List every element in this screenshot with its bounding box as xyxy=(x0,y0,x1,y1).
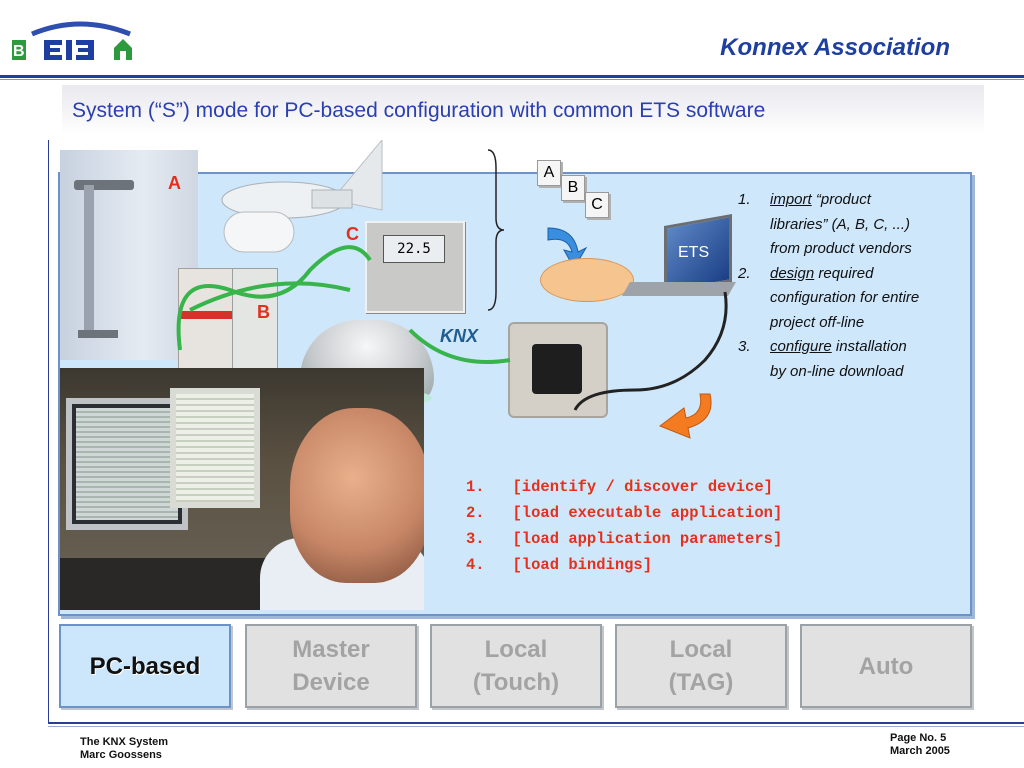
load-step-2: 2. [load executable application] xyxy=(466,504,783,522)
footer-rule-thin xyxy=(48,726,1024,727)
footer-title: The KNX System xyxy=(80,736,169,748)
load-step-1: 1. [identify / discover device] xyxy=(466,478,773,496)
user-photo xyxy=(60,368,424,610)
thermostat-display: 22.5 xyxy=(383,235,445,263)
ceiling-sensor xyxy=(221,140,383,253)
footer-right: Page No. 5 March 2005 xyxy=(890,732,950,758)
load-sequence: 1. [identify / discover device] 2. [load… xyxy=(466,474,782,578)
eib-logo: B xyxy=(10,20,145,68)
label-a: A xyxy=(168,173,181,193)
eib-logo-graphic: B xyxy=(12,21,132,62)
svg-text:B: B xyxy=(13,43,25,60)
tab-auto[interactable]: Auto xyxy=(800,624,972,708)
tab-pc-based[interactable]: PC-based xyxy=(59,624,231,708)
load-step-4: 4. [load bindings] xyxy=(466,556,653,574)
footer-date: March 2005 xyxy=(890,745,950,757)
download-arrow-icon xyxy=(658,393,712,439)
laptop-icon: ETS xyxy=(621,214,737,300)
photo-monitor-1 xyxy=(66,398,188,530)
load-step-3: 3. [load application parameters] xyxy=(466,530,783,548)
floor-lamp xyxy=(84,185,94,335)
tab-local-tag[interactable]: Local (TAG) xyxy=(615,624,787,708)
knx-logo: KNX xyxy=(440,326,479,346)
title-band xyxy=(62,85,984,135)
header-rule xyxy=(0,75,1024,78)
brace xyxy=(487,149,505,311)
product-box-a: A xyxy=(537,160,561,186)
photo-face xyxy=(290,408,424,583)
organization-name: Konnex Association xyxy=(720,34,950,61)
room-illustration xyxy=(60,150,198,360)
lamp-base xyxy=(78,330,118,338)
database-icon xyxy=(540,258,634,302)
photo-monitor-2 xyxy=(170,388,260,508)
laptop-ets-label: ETS xyxy=(678,244,710,261)
mode-tabs: PC-based Master Device Local (Touch) Loc… xyxy=(55,622,975,710)
product-box-c: C xyxy=(585,192,609,218)
bus-cable xyxy=(176,245,511,364)
footer-rule xyxy=(48,722,1024,724)
header-rule-thin xyxy=(0,79,1024,80)
label-c: C xyxy=(346,224,359,244)
left-rule xyxy=(48,140,49,724)
tab-local-touch[interactable]: Local (Touch) xyxy=(430,624,602,708)
room-thermostat: 22.5 xyxy=(365,221,465,313)
footer-author: Marc Goossens xyxy=(80,749,162,761)
footer-left: The KNX System Marc Goossens xyxy=(80,736,168,762)
page-number: Page No. 5 xyxy=(890,732,947,744)
product-box-b: B xyxy=(561,175,585,201)
laptop-cable xyxy=(573,291,728,411)
actuator-stripe xyxy=(179,311,275,319)
bus-coupler xyxy=(508,322,608,418)
tab-master-device[interactable]: Master Device xyxy=(245,624,417,708)
label-b: B xyxy=(257,302,270,322)
coupler-socket xyxy=(532,344,582,394)
lamp-head xyxy=(74,180,134,190)
slide-title: System (“S”) mode for PC-based configura… xyxy=(72,99,766,122)
